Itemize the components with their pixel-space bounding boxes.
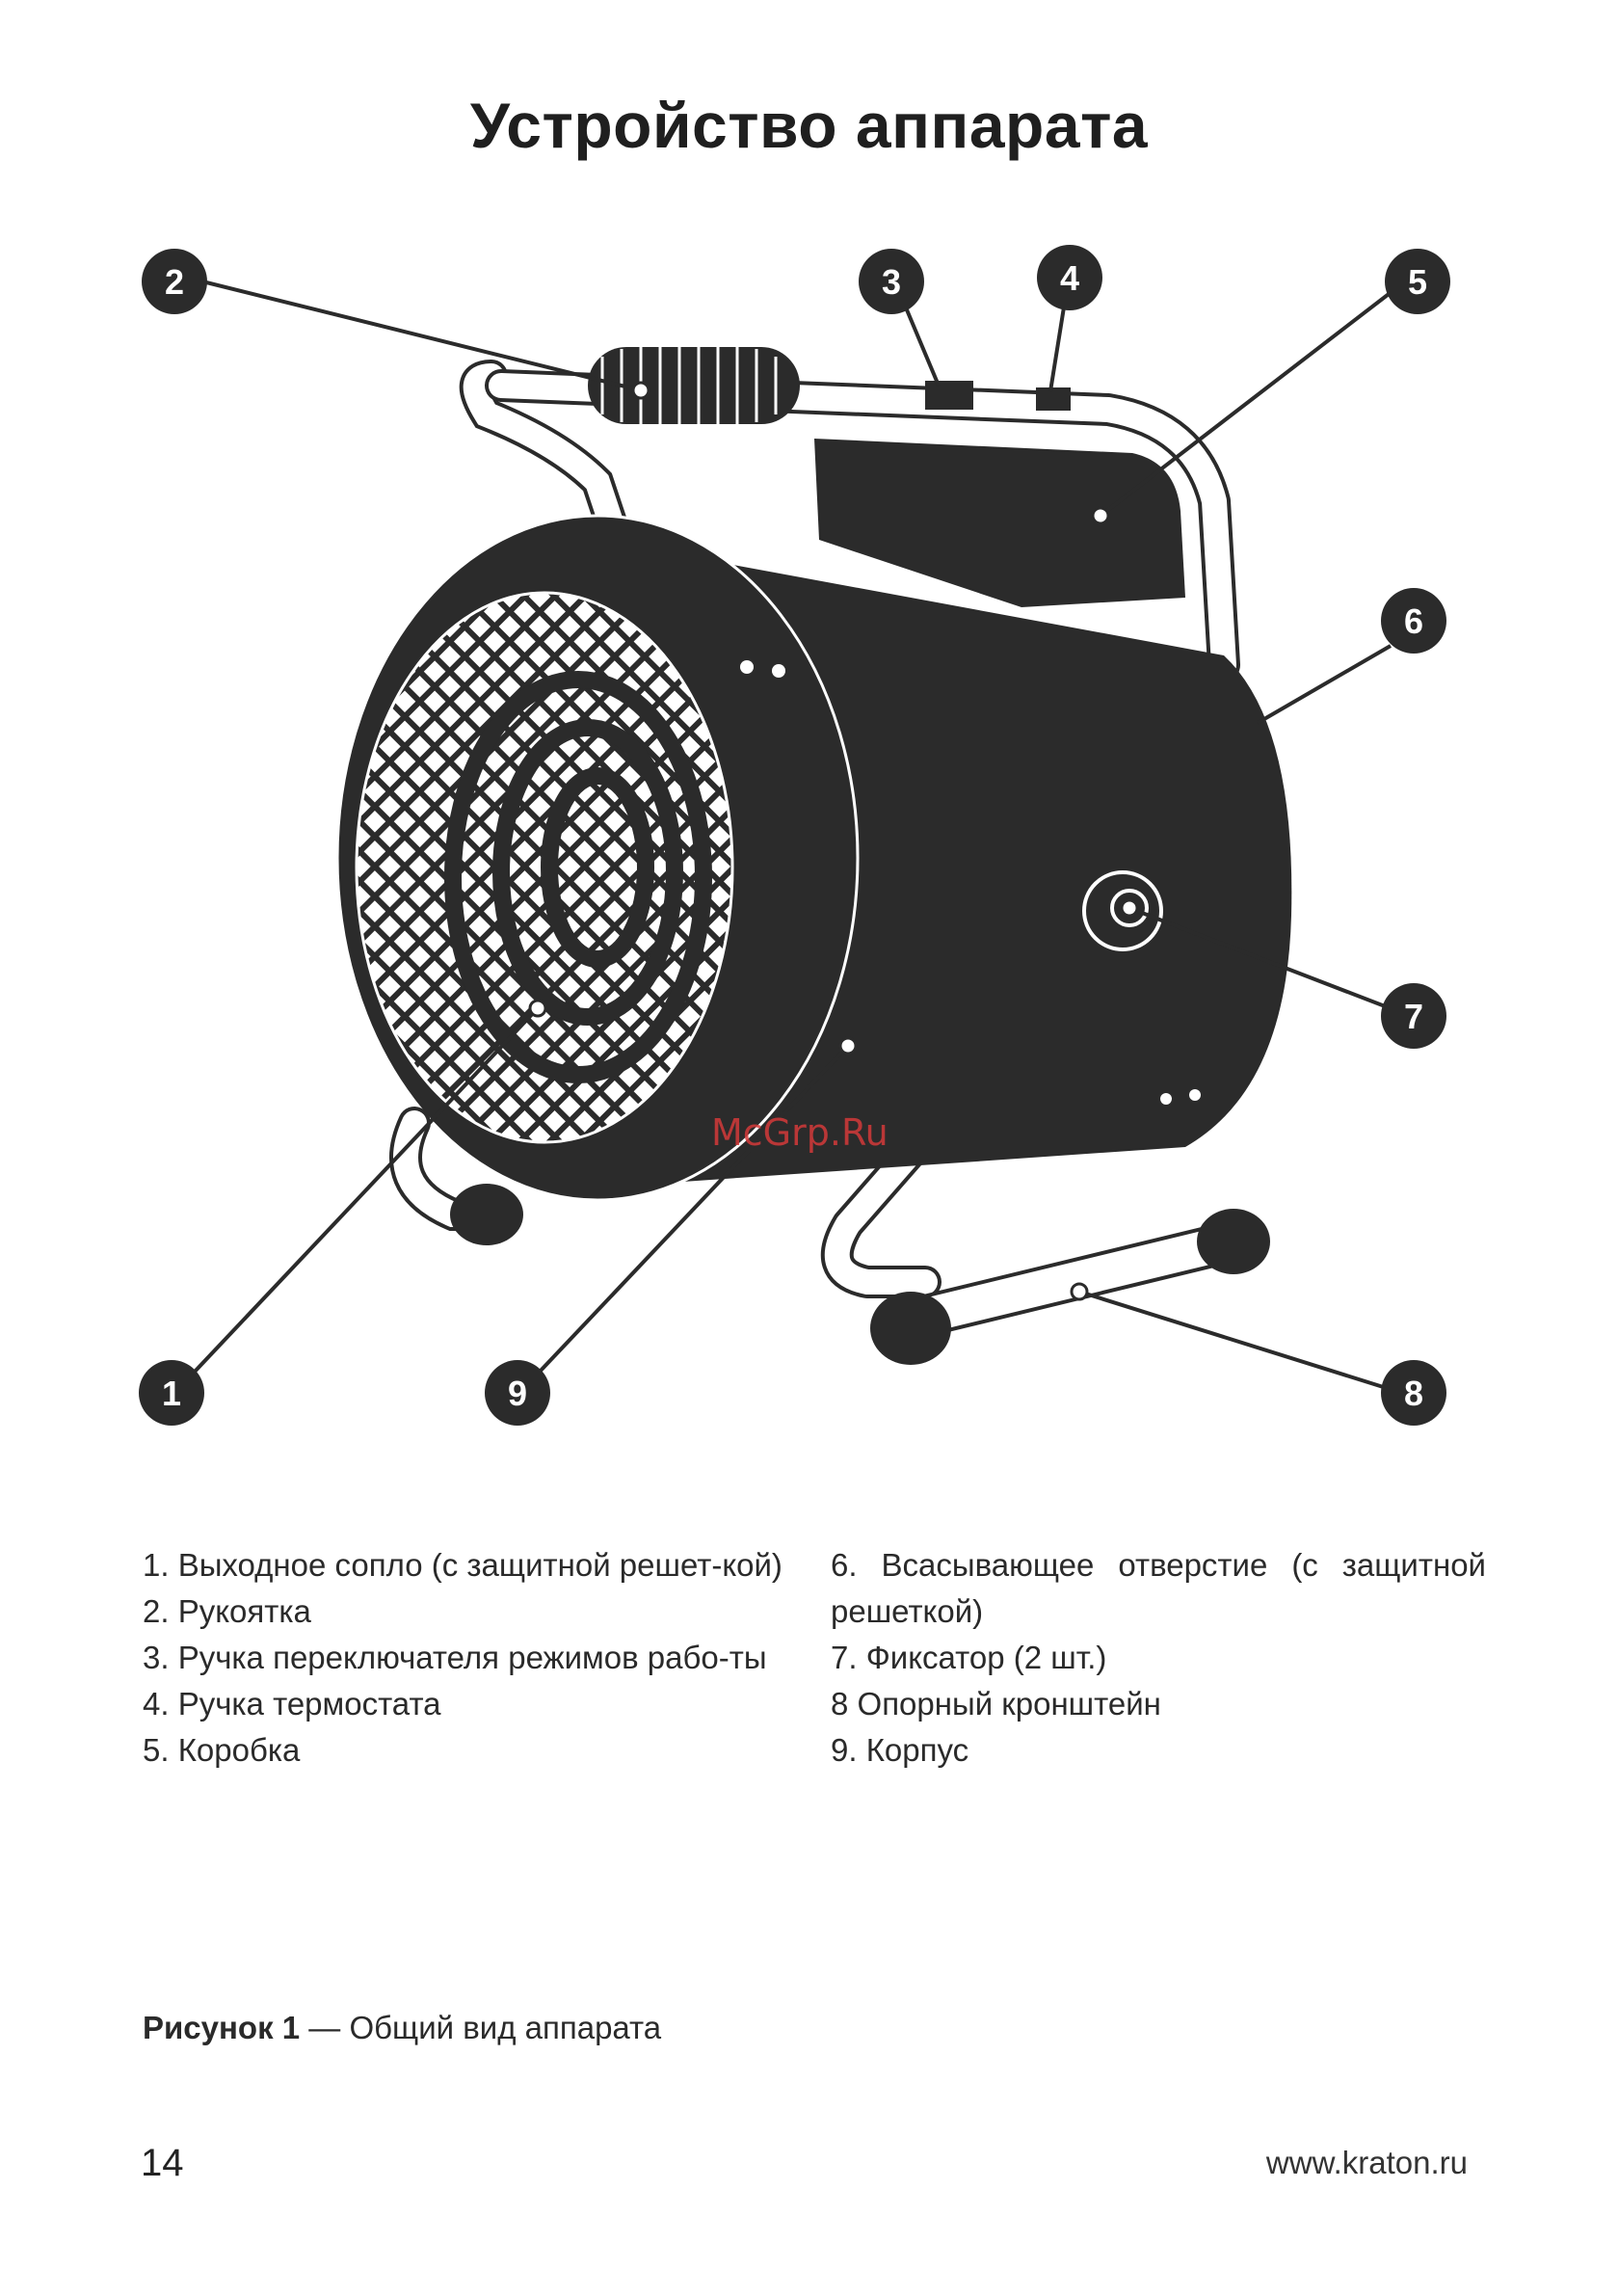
callout-4: 4 <box>1037 245 1102 310</box>
figure-caption-text: — Общий вид аппарата <box>300 2010 662 2045</box>
legend-item: 1. Выходное сопло (с защитной решет-кой) <box>143 1547 782 1583</box>
page-number: 14 <box>141 2142 184 2184</box>
control-box <box>814 381 1185 607</box>
svg-text:2: 2 <box>165 262 184 302</box>
heater-diagram: 2 3 4 5 6 7 8 1 9 McGrp.Ru <box>139 245 1450 1426</box>
legend-item: 2. Рукоятка <box>143 1593 311 1629</box>
legend-item: 7. Фиксатор (2 шт.) <box>831 1640 1107 1675</box>
svg-text:5: 5 <box>1408 262 1427 302</box>
callout-7: 7 <box>1381 983 1446 1049</box>
front-leg <box>389 1107 523 1245</box>
figure-caption: Рисунок 1 — Общий вид аппарата <box>143 2010 661 2046</box>
callout-5: 5 <box>1385 249 1450 314</box>
callout-8: 8 <box>1381 1360 1446 1426</box>
legend-item: 4. Ручка термостата <box>143 1686 441 1722</box>
page-title: Устройство аппарата <box>469 90 1149 161</box>
support-bracket <box>870 1209 1270 1365</box>
svg-text:9: 9 <box>508 1374 527 1413</box>
watermark: McGrp.Ru <box>711 1111 889 1154</box>
callout-9: 9 <box>485 1360 550 1426</box>
callout-6: 6 <box>1381 588 1446 654</box>
leader-dots <box>528 381 1139 1301</box>
svg-text:4: 4 <box>1060 258 1079 298</box>
legend-item: 8 Опорный кронштейн <box>831 1686 1161 1722</box>
legend-item: 5. Коробка <box>143 1732 301 1768</box>
legend-left: 1. Выходное сопло (с защитной решет-кой)… <box>143 1542 782 1774</box>
heater-body <box>335 514 1292 1202</box>
legend-item: 9. Корпус <box>831 1732 969 1768</box>
svg-text:3: 3 <box>882 262 901 302</box>
svg-text:7: 7 <box>1404 997 1423 1036</box>
legend-right: 6. Всасывающее отверстие (с защитной реш… <box>831 1542 1486 1774</box>
svg-text:6: 6 <box>1404 601 1423 641</box>
figure-label: Рисунок 1 <box>143 2010 301 2045</box>
site-link[interactable]: www.kraton.ru <box>1265 2145 1468 2180</box>
legend-item: 3. Ручка переключателя режимов рабо-ты <box>143 1640 767 1675</box>
svg-text:1: 1 <box>162 1374 181 1413</box>
grip-handle <box>588 347 800 424</box>
callout-1: 1 <box>139 1360 204 1426</box>
callout-3: 3 <box>859 249 924 314</box>
callout-2: 2 <box>142 249 207 314</box>
legend-item: 6. Всасывающее отверстие (с защитной реш… <box>831 1547 1486 1629</box>
svg-text:8: 8 <box>1404 1374 1423 1413</box>
